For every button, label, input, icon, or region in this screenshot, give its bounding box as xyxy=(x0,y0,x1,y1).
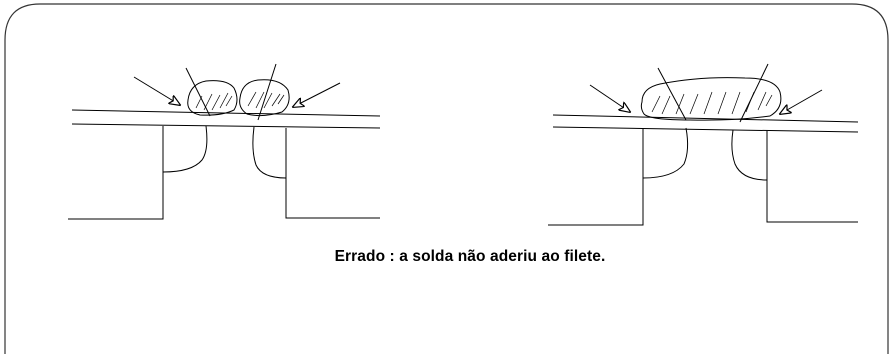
right-fillet-b xyxy=(731,129,768,181)
left-fillet-b xyxy=(252,126,287,179)
left-arrow-right xyxy=(293,82,341,107)
right-arrow-right xyxy=(780,89,823,114)
right-fillet-a xyxy=(642,127,689,179)
left-panel xyxy=(68,63,381,220)
right-component-leg-a xyxy=(548,128,644,226)
left-lead-a xyxy=(185,67,211,117)
left-fillet-a xyxy=(162,125,208,173)
right-board-line xyxy=(552,126,859,133)
right-component-leg-b xyxy=(766,131,858,223)
left-solder-blob-b xyxy=(239,79,290,117)
left-board-line xyxy=(71,123,381,129)
left-component-leg-b xyxy=(285,128,380,219)
right-lead-b xyxy=(739,63,769,123)
right-solder-hatching xyxy=(651,91,773,115)
right-arrow-left xyxy=(589,84,630,112)
right-lead-a xyxy=(657,67,687,121)
left-arrow-left xyxy=(133,76,180,105)
left-lead-b xyxy=(257,63,277,121)
right-pad-line xyxy=(552,114,859,123)
left-solder-blob-a xyxy=(187,80,238,116)
diagram-caption: Errado : a solda não aderiu ao filete. xyxy=(334,248,606,265)
left-component-leg-a xyxy=(68,126,164,220)
right-panel xyxy=(548,63,859,226)
frame-border xyxy=(4,3,889,354)
